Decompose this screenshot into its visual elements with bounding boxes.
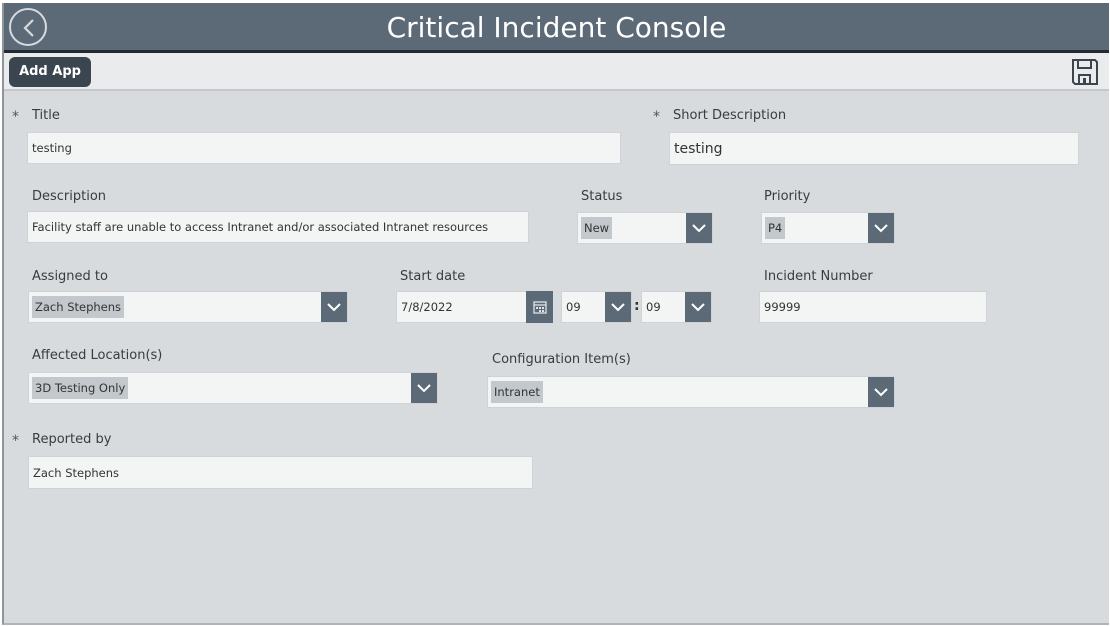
configuration-items-dropdown[interactable]: Intranet <box>487 376 895 408</box>
reported-by-input[interactable]: Zach Stephens <box>28 456 533 489</box>
chevron-down-icon[interactable] <box>686 213 712 243</box>
incident-number-label: Incident Number <box>764 269 873 284</box>
start-date-input[interactable]: 7/8/2022 <box>396 291 528 323</box>
chevron-down-icon[interactable] <box>605 292 631 322</box>
status-selected-value: New <box>581 217 613 239</box>
reported-by-label: Reported by <box>32 432 112 447</box>
affected-locations-dropdown[interactable]: 3D Testing Only <box>28 372 438 404</box>
status-dropdown[interactable]: New <box>577 212 713 244</box>
description-input[interactable]: Facility staff are unable to access Intr… <box>27 211 529 243</box>
assigned-to-dropdown[interactable]: Zach Stephens <box>28 291 348 323</box>
start-hour-value: 09 <box>566 300 581 314</box>
save-button[interactable] <box>1070 57 1100 87</box>
chevron-down-icon[interactable] <box>868 377 894 407</box>
header-bar: Critical Incident Console <box>4 3 1109 53</box>
affected-locations-label: Affected Location(s) <box>32 348 163 363</box>
configuration-items-label: Configuration Item(s) <box>492 352 631 367</box>
priority-selected-value: P4 <box>765 217 786 239</box>
short-description-label: Short Description <box>673 108 787 123</box>
floppy-disk-save-icon <box>1072 59 1098 85</box>
start-date-label: Start date <box>400 269 466 284</box>
calendar-icon <box>532 300 547 314</box>
chevron-down-icon[interactable] <box>321 292 347 322</box>
start-minute-value: 09 <box>646 300 661 314</box>
description-label: Description <box>32 189 107 204</box>
title-input[interactable]: testing <box>27 132 621 164</box>
chevron-down-icon[interactable] <box>411 373 437 403</box>
app-screen: Critical Incident Console Add App * Titl… <box>2 3 1109 625</box>
assigned-to-selected-value: Zach Stephens <box>32 296 125 318</box>
page-title: Critical Incident Console <box>386 11 727 44</box>
toolbar: Add App <box>4 53 1109 91</box>
required-marker: * <box>12 109 19 125</box>
short-description-input[interactable]: testing <box>669 132 1079 165</box>
start-minute-dropdown[interactable]: 09 <box>641 291 712 323</box>
incident-number-input[interactable]: 99999 <box>759 291 987 323</box>
chevron-down-icon[interactable] <box>685 292 711 322</box>
assigned-to-label: Assigned to <box>32 269 108 284</box>
title-label: Title <box>32 108 60 123</box>
date-picker-button[interactable] <box>526 291 553 323</box>
required-marker: * <box>653 109 660 125</box>
affected-location-selected-value: 3D Testing Only <box>32 377 129 399</box>
status-label: Status <box>581 189 623 204</box>
back-button[interactable] <box>9 8 47 46</box>
required-marker: * <box>12 433 19 449</box>
priority-label: Priority <box>764 189 811 204</box>
add-app-button[interactable]: Add App <box>9 57 91 87</box>
chevron-down-icon[interactable] <box>868 213 894 243</box>
configuration-item-selected-value: Intranet <box>491 381 543 403</box>
priority-dropdown[interactable]: P4 <box>761 212 895 244</box>
start-hour-dropdown[interactable]: 09 <box>561 291 632 323</box>
chevron-left-icon <box>23 19 34 37</box>
time-separator: : <box>634 298 640 314</box>
